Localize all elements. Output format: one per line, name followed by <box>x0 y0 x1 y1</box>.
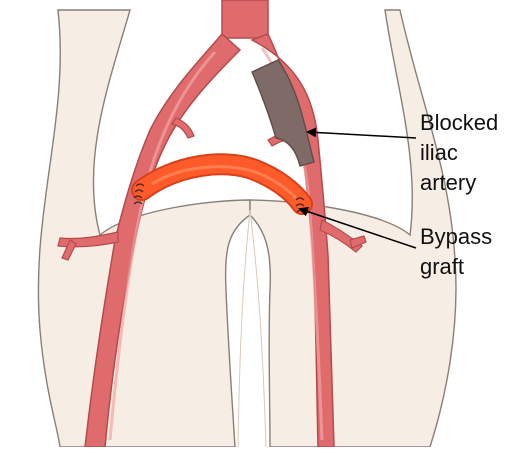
left-branch-upper <box>172 118 194 138</box>
left-leg-outline <box>38 10 250 447</box>
label-blocked-line1: Blocked <box>420 110 498 135</box>
crotch-line-right <box>250 210 266 447</box>
label-bypass-line2: graft <box>420 254 464 279</box>
label-blocked-line2: iliac <box>420 140 458 165</box>
blocked-arrow <box>308 132 416 138</box>
label-blocked-line3: artery <box>420 170 476 195</box>
aorta <box>222 0 268 38</box>
label-bypass-line1: Bypass <box>420 224 492 249</box>
crotch-line <box>238 210 250 447</box>
